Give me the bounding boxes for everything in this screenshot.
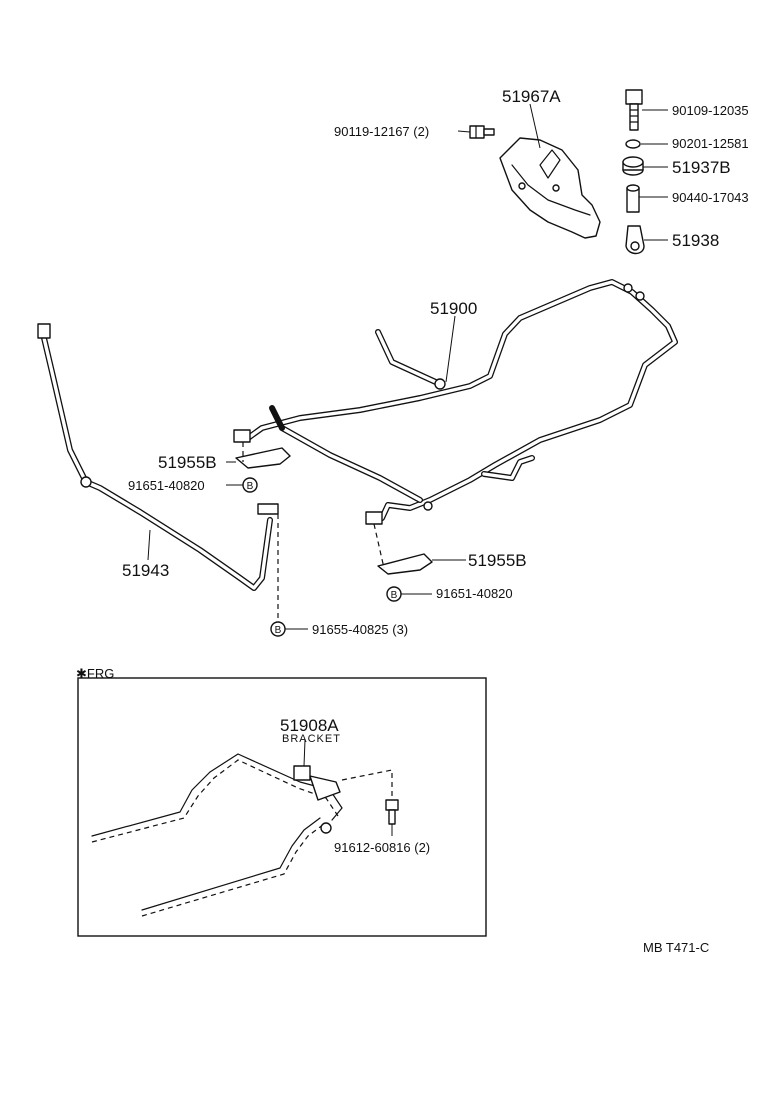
collar-90440-icon xyxy=(626,184,640,213)
part-label-90109: 90109-12035 xyxy=(672,103,749,118)
leader-line xyxy=(147,529,151,561)
inset-guide-line xyxy=(341,769,393,800)
bolt-90109-icon xyxy=(625,89,643,131)
rod-51943 xyxy=(37,323,279,591)
bracket-caption: BRACKET xyxy=(282,733,341,745)
washer-90201-icon xyxy=(625,139,641,149)
part-label-51938: 51938 xyxy=(672,231,719,250)
bracket-51955b-right-icon xyxy=(377,553,433,575)
inset-frame xyxy=(77,677,487,937)
hook-51938-icon xyxy=(625,225,645,255)
drawing-code: MB T471-C xyxy=(643,940,709,955)
frame-rail-51900 xyxy=(233,279,678,525)
part-label-91651-left: 91651-40820 xyxy=(128,478,205,493)
part-label-90440: 90440-17043 xyxy=(672,190,749,205)
leader-line xyxy=(303,739,306,767)
svg-text:B: B xyxy=(247,481,254,492)
bolt-marker-b-icon: B xyxy=(270,621,286,637)
part-label-51908a: 51908A xyxy=(280,716,339,735)
part-label-91612: 91612-60816 (2) xyxy=(334,840,430,855)
bushing-51937b-icon xyxy=(622,156,644,176)
bracket-51955b-left-icon xyxy=(235,447,291,469)
leader-line xyxy=(457,130,471,133)
svg-text:B: B xyxy=(275,625,282,636)
part-label-51900: 51900 xyxy=(430,299,477,318)
part-label-51943: 51943 xyxy=(122,561,169,580)
svg-text:B: B xyxy=(391,590,398,601)
bolt-marker-b-icon: B xyxy=(386,586,402,602)
part-label-51955b-left: 51955B xyxy=(158,453,217,472)
bolt-90119-icon xyxy=(469,125,495,139)
skid-plate-51967a xyxy=(499,137,601,239)
bolt-marker-b-icon: B xyxy=(242,477,258,493)
part-label-90119: 90119-12167 (2) xyxy=(334,124,429,139)
inset-title: ✱FRG xyxy=(76,666,114,681)
part-label-51937b: 51937B xyxy=(672,158,731,177)
mount-guide-line xyxy=(373,523,385,569)
leader-line xyxy=(529,103,541,149)
part-label-91651-right: 91651-40820 xyxy=(436,586,513,601)
part-label-90201: 90201-12581 xyxy=(672,136,749,151)
part-label-91655: 91655-40825 (3) xyxy=(312,622,408,637)
leader-line xyxy=(445,315,456,383)
inset-bolt-91612-icon xyxy=(385,799,399,825)
part-label-51967a: 51967A xyxy=(502,87,561,106)
inset-frame-rail xyxy=(91,753,343,917)
part-label-51955b-right: 51955B xyxy=(468,551,527,570)
